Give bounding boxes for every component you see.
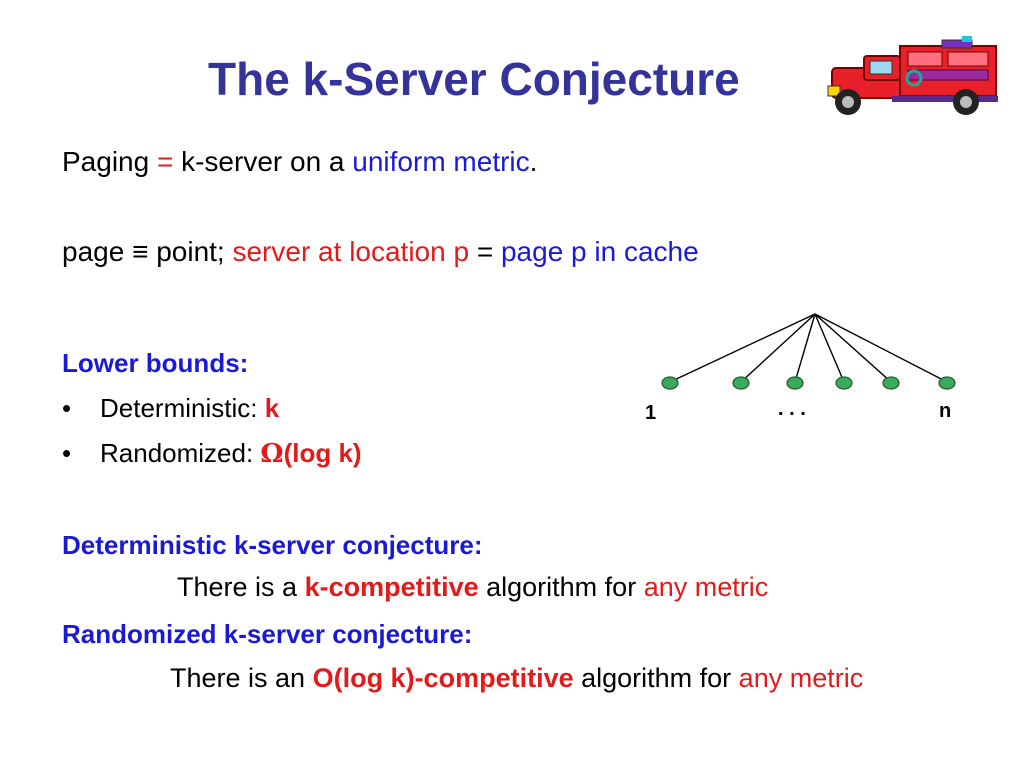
node-label-first: 1 [645,402,657,424]
deterministic-conjecture-heading: Deterministic k-server conjecture: [62,530,483,560]
randomized-value: (log k) [283,438,362,468]
node-1 [661,376,679,390]
equals-sign: = [156,146,174,177]
edge-4 [814,313,845,383]
bullet-icon: • [62,438,72,468]
det-text-a: There is a [177,572,305,602]
bullet-randomized: • Randomized: Ω(log k) [62,438,362,469]
slide-title: The k-Server Conjecture [208,53,740,105]
lower-bounds-heading: Lower bounds: [62,348,249,378]
edge-1 [669,313,816,383]
page-point-line: page ≡ point; server at location p = pag… [62,236,699,268]
page-text: page [62,236,133,267]
node-label-last: n [939,400,952,422]
kserver-text: k-server on a [173,146,353,177]
randomized-conjecture-heading: Randomized k-server conjecture: [62,619,473,649]
node-label-dots: . . . [778,398,806,420]
edge-2 [740,313,816,383]
k-competitive-text: k-competitive [304,572,479,602]
olog-competitive-text: O(log k)-competitive [312,663,574,693]
rand-text-c: algorithm for [573,663,739,693]
point-text: point; [148,236,233,267]
omega-symbol: Ω [260,439,284,469]
det-text-c: algorithm for [478,572,644,602]
edge-6 [814,313,948,383]
randomized-conjecture-text: There is an O(log k)-competitive algorit… [170,663,863,694]
equals-sign-2: = [469,236,501,267]
randomized-label: Randomized: [100,438,261,468]
page-in-cache-text: page p in cache [500,236,699,267]
edge-3 [794,313,816,383]
bullet-icon: • [62,393,72,423]
bullet-deterministic: • Deterministic: k [62,393,279,424]
fire-truck-icon [827,36,998,115]
equiv-sign: ≡ [132,236,149,267]
uniform-metric-text: uniform metric [352,146,530,177]
deterministic-conjecture-text: There is a k-competitive algorithm for a… [177,572,768,603]
period: . [529,146,538,177]
node-6 [938,376,956,390]
node-3 [786,376,804,390]
deterministic-label: Deterministic: [100,393,265,423]
paging-line: Paging = k-server on a uniform metric. [62,146,537,178]
uniform-metric-star-diagram [661,313,956,390]
server-location-text: server at location p [232,236,470,267]
node-5 [882,376,900,390]
det-any-metric-text: any metric [643,572,769,602]
node-2 [732,376,750,390]
paging-text: Paging [62,146,157,177]
rand-any-metric-text: any metric [738,663,864,693]
node-4 [835,376,853,390]
rand-text-a: There is an [170,663,313,693]
edge-5 [814,313,892,383]
deterministic-value: k [264,393,280,423]
